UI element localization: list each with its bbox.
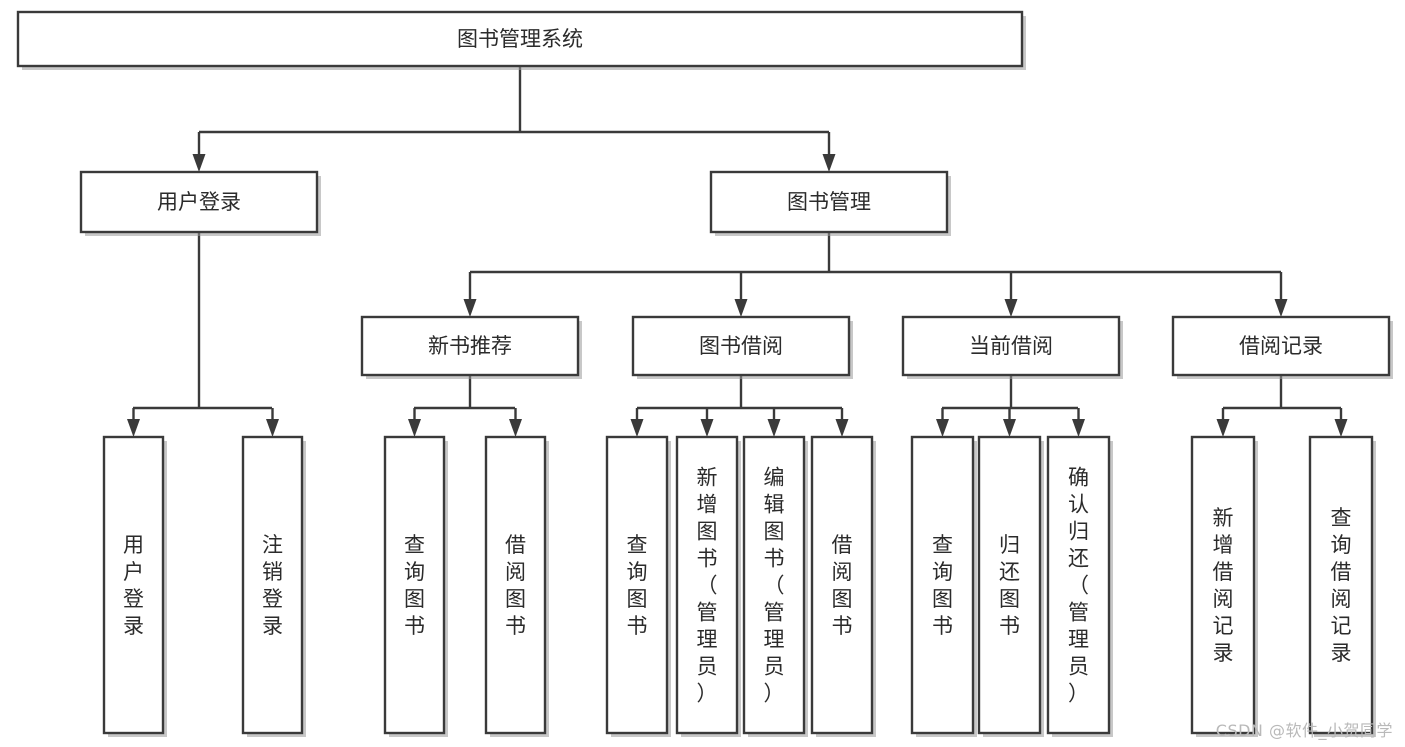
node-box-leaf-6[interactable] (675, 435, 739, 735)
node-label-bookmgmt: 图书管理 (787, 190, 871, 214)
node-box-leaf-12[interactable] (1190, 435, 1256, 735)
node-box-leaf-1[interactable] (102, 435, 165, 735)
arrow-head-icon (734, 299, 748, 317)
arrow-head-icon (266, 419, 279, 437)
node-label-leaf-10: 归还图书 (999, 533, 1020, 638)
node-box-leaf-7[interactable] (742, 435, 806, 735)
node-label-records: 借阅记录 (1239, 334, 1323, 358)
node-box-leaf-5[interactable] (605, 435, 669, 735)
node-box-newbooks[interactable] (360, 315, 580, 377)
node-label-leaf-11: 确认归还（管理员） (1068, 466, 1089, 706)
node-label-leaf-13: 查询借阅记录 (1331, 506, 1352, 665)
arrow-head-icon (700, 419, 714, 437)
node-box-leaf-8[interactable] (810, 435, 874, 735)
node-label-newbooks: 新书推荐 (428, 334, 512, 358)
arrow-head-icon (463, 299, 477, 317)
arrow-head-icon (835, 419, 849, 437)
node-box-records[interactable] (1171, 315, 1391, 377)
node-label-leaf-9: 查询图书 (932, 533, 953, 638)
node-label-login: 用户登录 (157, 190, 241, 214)
arrow-head-icon (767, 419, 781, 437)
arrow-head-icon (408, 419, 421, 437)
node-label-root: 图书管理系统 (457, 27, 583, 51)
node-box-leaf-10[interactable] (977, 435, 1042, 735)
node-box-root[interactable] (16, 10, 1024, 68)
node-box-leaf-9[interactable] (910, 435, 975, 735)
node-label-leaf-3: 查询图书 (404, 533, 425, 638)
arrow-head-icon (630, 419, 644, 437)
node-box-leaf-11[interactable] (1046, 435, 1111, 735)
node-box-leaf-13[interactable] (1308, 435, 1374, 735)
csdn-watermark: CSDN @软件_小贺同学 (1215, 721, 1393, 740)
arrow-head-icon (1072, 419, 1085, 437)
arrow-head-icon (1003, 419, 1016, 437)
node-label-leaf-1: 用户登录 (123, 533, 144, 638)
node-box-leaf-2[interactable] (241, 435, 304, 735)
arrow-head-icon (1334, 419, 1348, 437)
node-label-current: 当前借阅 (969, 334, 1053, 358)
arrow-head-icon (1274, 299, 1288, 317)
arrow-head-icon (127, 419, 140, 437)
node-label-leaf-2: 注销登录 (262, 533, 283, 638)
node-box-borrow[interactable] (631, 315, 851, 377)
arrow-head-icon (1004, 299, 1018, 317)
node-label-leaf-5: 查询图书 (627, 533, 648, 638)
arrow-head-icon (509, 419, 522, 437)
node-label-leaf-12: 新增借阅记录 (1213, 506, 1234, 665)
node-label-leaf-4: 借阅图书 (505, 533, 526, 638)
arrow-head-icon (1216, 419, 1230, 437)
node-box-current[interactable] (901, 315, 1121, 377)
node-box-leaf-3[interactable] (383, 435, 446, 735)
arrow-head-icon (192, 154, 206, 172)
node-box-bookmgmt[interactable] (709, 170, 949, 234)
node-label-leaf-7: 编辑图书（管理员） (764, 466, 785, 706)
node-label-leaf-8: 借阅图书 (832, 533, 853, 638)
arrow-head-icon (822, 154, 836, 172)
node-label-leaf-6: 新增图书（管理员） (697, 466, 718, 706)
arrow-head-icon (936, 419, 949, 437)
node-box-login[interactable] (79, 170, 319, 234)
node-label-borrow: 图书借阅 (699, 334, 783, 358)
node-box-leaf-4[interactable] (484, 435, 547, 735)
